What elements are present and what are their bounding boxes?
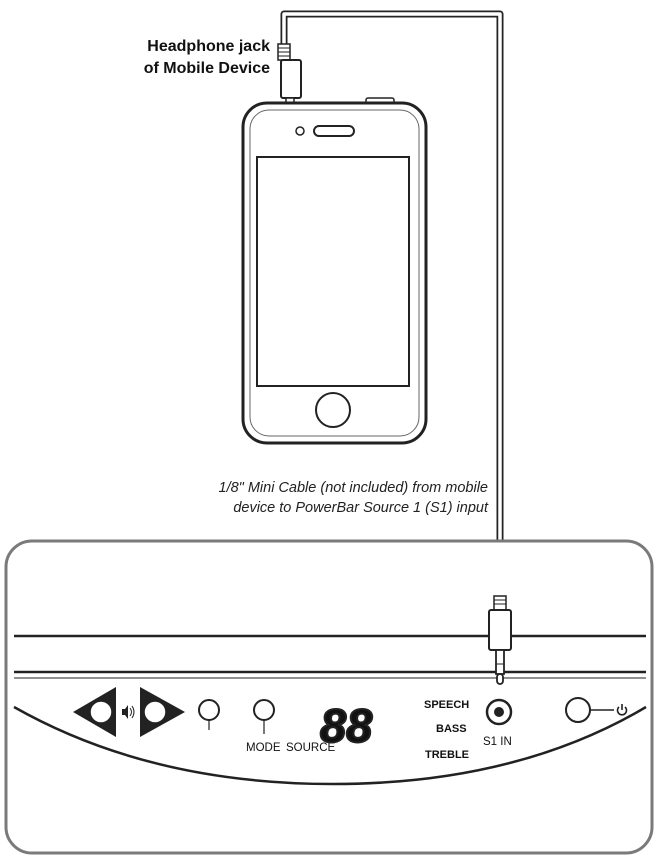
cable-caption-line2: device to PowerBar Source 1 (S1) input (233, 500, 488, 516)
power-button[interactable] (565, 697, 591, 723)
mobile-phone (241, 97, 428, 445)
phone-plug (277, 43, 302, 105)
mode-label: MODE (246, 742, 281, 754)
led-display: 88 (320, 699, 373, 752)
treble-label: TREBLE (425, 749, 469, 761)
power-icon (616, 704, 628, 716)
home-button (315, 392, 351, 428)
headphone-jack-label: Headphone jack of Mobile Device (86, 36, 270, 80)
volume-buttons (73, 687, 185, 737)
cable-caption: 1/8" Mini Cable (not included) from mobi… (128, 478, 489, 518)
source-label: SOURCE (286, 742, 336, 754)
headphone-jack-label-line2: of Mobile Device (143, 60, 270, 77)
s1-plug (488, 595, 512, 685)
speech-label: SPEECH (424, 699, 469, 711)
source-button[interactable] (253, 699, 275, 721)
mode-button[interactable] (198, 699, 220, 721)
phone-screen (256, 156, 410, 387)
s1-in-label: S1 IN (483, 736, 512, 748)
bass-label: BASS (436, 723, 467, 735)
cable-caption-line1: 1/8" Mini Cable (not included) from mobi… (218, 480, 489, 496)
speaker-volume-icon (122, 705, 128, 719)
speaker-grille (313, 125, 355, 137)
camera-icon (295, 126, 305, 136)
headphone-jack-label-line1: Headphone jack (147, 38, 270, 55)
